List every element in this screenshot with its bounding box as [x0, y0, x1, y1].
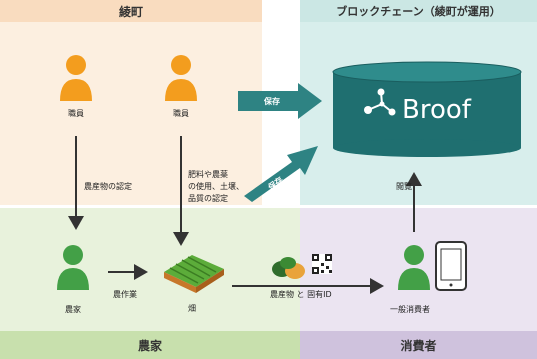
farming-label: 農作業 [113, 290, 137, 299]
save-arrow-diagonal [244, 146, 318, 202]
ayacho-header: 綾町 [0, 0, 262, 22]
farmer-header: 農家 [0, 331, 300, 359]
consumer-label: 一般消費者 [390, 305, 430, 314]
staff2-person-icon [165, 55, 197, 101]
ayacho-panel [0, 0, 262, 205]
broof-logo-icon [364, 88, 396, 116]
save-label-horizontal: 保存 [264, 97, 280, 106]
consumer-person-icon [398, 245, 430, 290]
staff2-label: 職員 [173, 109, 189, 118]
produce-icon [272, 257, 305, 279]
save-arrow-horizontal [238, 83, 322, 119]
field-label: 畑 [188, 304, 196, 313]
fert-label-line2: の使用、土壌、 [188, 182, 244, 191]
browse-label: 閲覧 [396, 182, 412, 191]
qr-code-icon [312, 254, 332, 274]
field-icon [164, 255, 224, 293]
farmer-person-icon [57, 245, 89, 290]
staff1-label: 職員 [68, 109, 84, 118]
staff1-person-icon [60, 55, 92, 101]
broof-brand-text: Broof [402, 95, 471, 125]
fert-label-line1: 肥料や農薬 [188, 170, 228, 179]
fert-label-line3: 品質の認定 [188, 194, 228, 203]
blockchain-header: ブロックチェーン（綾町が運用） [300, 0, 537, 22]
consumer-header: 消費者 [300, 331, 537, 359]
produce-id-label: 農産物 と 固有ID [270, 290, 332, 299]
farmer-label: 農家 [65, 305, 81, 314]
smartphone-icon [435, 241, 467, 291]
produce-cert-label: 農産物の認定 [84, 182, 132, 191]
